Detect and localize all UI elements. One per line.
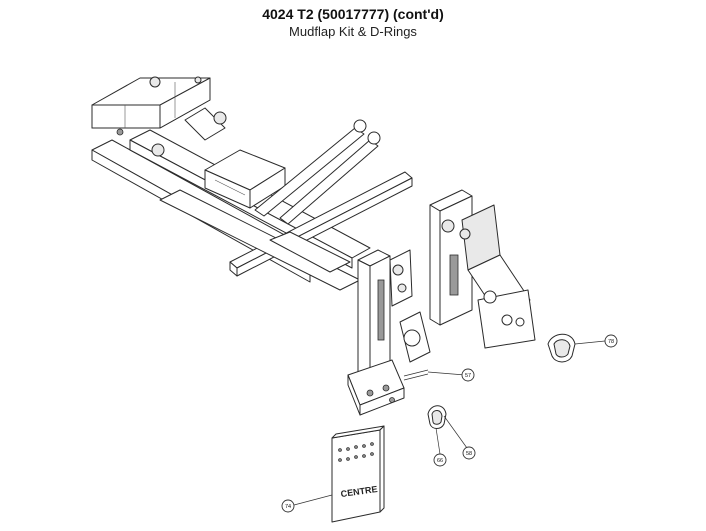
callout-74-label: 74 [285,504,291,510]
callout-74: 74 [281,494,333,513]
callout-57: 57 [427,368,475,382]
mudflap: CENTRE [331,425,385,523]
callout-58: 58 [443,415,476,460]
callout-58-label: 58 [466,451,472,457]
right-rear-post [429,189,536,349]
d-ring-center [427,405,447,429]
mudflap-holes [338,442,374,462]
callout-78: 78 [574,334,618,348]
chassis-frame [91,129,413,291]
center-gearbox [204,149,286,209]
callout-66: 66 [433,427,447,467]
d-ring-right [547,333,576,363]
callout-57-label: 57 [465,373,471,379]
rear-tank [91,76,211,136]
hydraulic-cylinders [151,107,381,225]
callout-66-label: 66 [437,458,443,464]
page-title: 4024 T2 (50017777) (cont'd) [262,6,444,22]
page-subtitle: Mudflap Kit & D-Rings [289,24,417,39]
callout-78-label: 78 [608,339,614,345]
left-front-post [347,249,431,416]
